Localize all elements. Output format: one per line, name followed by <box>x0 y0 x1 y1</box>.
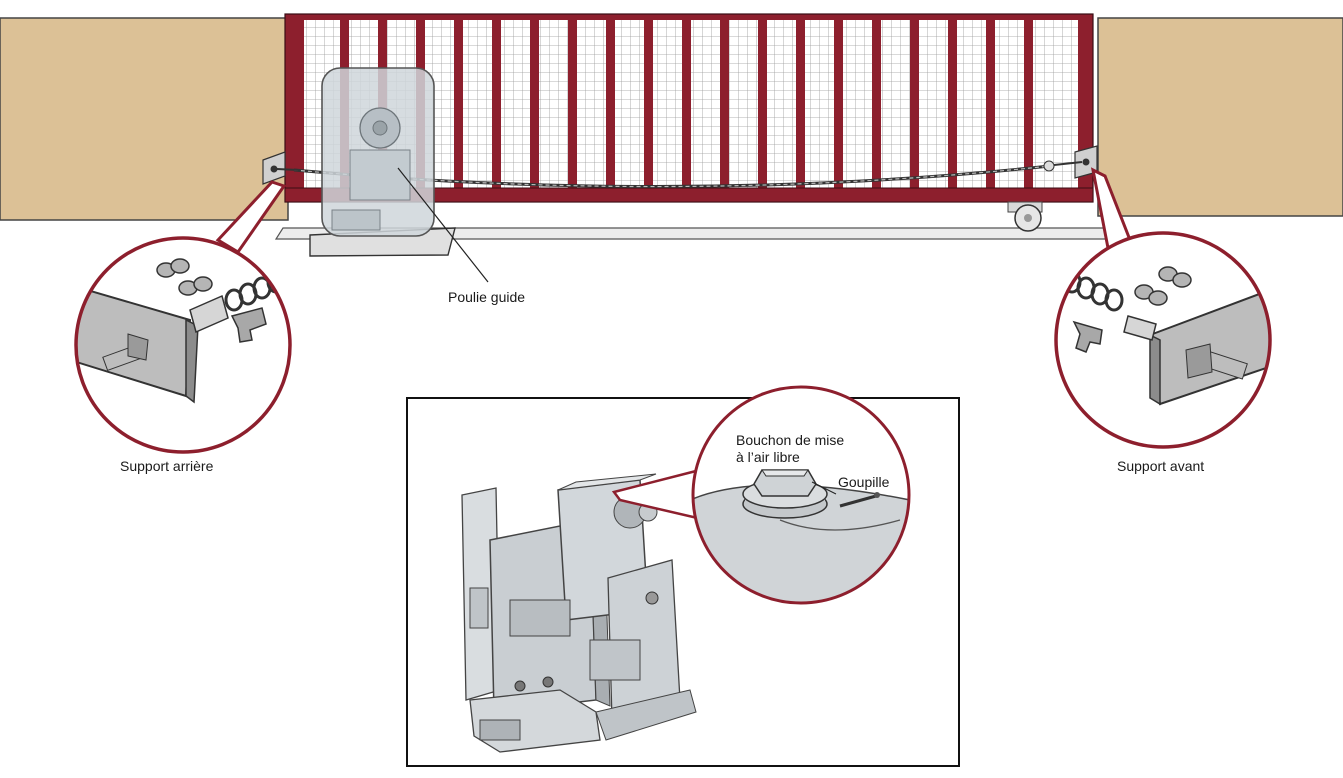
vent-plug-detail <box>691 385 911 605</box>
gate-wheel <box>1007 201 1043 232</box>
sliding-gate <box>284 13 1094 232</box>
left-wall <box>0 17 289 221</box>
label-front-bracket: Support avant <box>1117 458 1205 474</box>
label-vent-plug-line2: à l’air libre <box>736 449 800 465</box>
label-vent-plug-line1: Bouchon de mise <box>736 432 845 448</box>
rear-bracket-detail <box>74 236 292 454</box>
front-bracket-detail <box>1054 231 1272 449</box>
label-rear-bracket: Support arrière <box>120 458 214 474</box>
gate-operator <box>309 67 456 257</box>
operator-mechanism <box>461 473 697 753</box>
label-guide-pulley: Poulie guide <box>448 289 526 305</box>
rear-bracket <box>262 151 299 185</box>
label-pin: Goupille <box>838 474 890 490</box>
callout-leaders <box>215 167 1132 283</box>
right-wall <box>1097 17 1343 217</box>
operator-inset <box>406 385 960 767</box>
